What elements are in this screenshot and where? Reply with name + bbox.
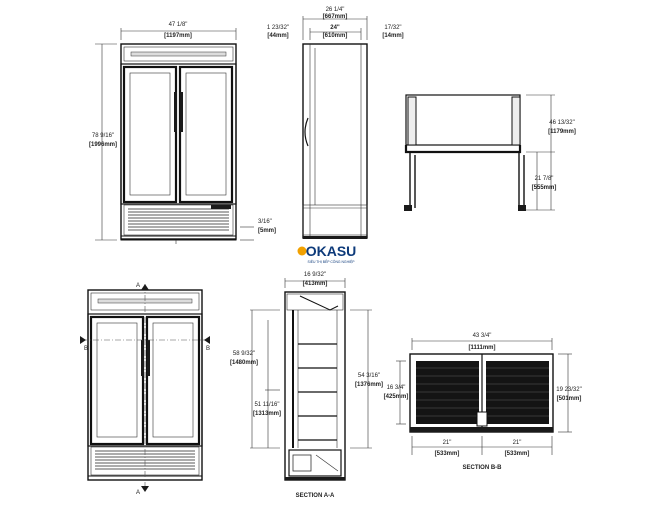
side-view: 26 1/4" [667mm] 24" [610mm] 1 23/32" [44… xyxy=(267,7,404,239)
section-a-inner-mm: [1313mm] xyxy=(253,411,281,417)
front-height-mm: [1996mm] xyxy=(89,142,117,148)
section-a-mark-top: A xyxy=(136,283,140,289)
section-a-view: 16 9/32" [413mm] 58 9/32" [1480mm] 51 11… xyxy=(230,272,383,499)
logo-tagline: SIÊU THỊ BẾP CÔNG NGHIỆP xyxy=(308,259,356,264)
section-b-width-mm: [1111mm] xyxy=(468,345,495,351)
front-height-in: 78 9/16" xyxy=(92,133,114,139)
section-a-right-mm: [1376mm] xyxy=(355,382,383,388)
section-b-right-in: 19 23/32" xyxy=(556,387,582,393)
front-view: 47 1/8" [1197mm] 78 9/16" [1996mm] 3/16"… xyxy=(89,22,276,244)
front-section-view: A A B B xyxy=(80,283,210,496)
side-depth-mm: [667mm] xyxy=(323,14,348,20)
door-lower-in: 21 7/8" xyxy=(535,176,554,182)
front-width-mm: [1197mm] xyxy=(164,33,192,39)
door-total-in: 46 13/32" xyxy=(549,120,575,126)
section-b-view: 43 3/4" [1111mm] 16 3/4" [425mm] 19 23/3… xyxy=(384,333,582,471)
door-total-mm: [1179mm] xyxy=(548,129,576,135)
section-a-right-in: 54 3/16" xyxy=(358,373,380,379)
logo-brand: OKASU xyxy=(306,243,357,259)
side-body-in: 24" xyxy=(330,25,340,31)
section-b-half-left-in: 21" xyxy=(443,440,452,446)
section-b-mark-right: B xyxy=(206,346,210,352)
section-a-left-in: 58 9/32" xyxy=(233,351,255,357)
side-rear-offset-mm: [14mm] xyxy=(382,33,403,39)
front-leg-in: 3/16" xyxy=(258,219,272,225)
section-b-mark-left: B xyxy=(84,346,88,352)
door-open-view: 46 13/32" [1179mm] 21 7/8" [555mm] xyxy=(404,94,576,211)
section-b-half-left-mm: [533mm] xyxy=(435,451,460,457)
door-lower-mm: [555mm] xyxy=(532,185,557,191)
section-b-left-mm: [425mm] xyxy=(384,394,409,400)
section-a-left-mm: [1480mm] xyxy=(230,360,258,366)
front-width-in: 47 1/8" xyxy=(169,22,188,28)
brand-logo: OKASU SIÊU THỊ BẾP CÔNG NGHIỆP xyxy=(297,243,357,264)
section-a-top-in: 16 9/32" xyxy=(304,272,326,278)
section-b-left-in: 16 3/4" xyxy=(387,385,406,391)
side-body-mm: [610mm] xyxy=(323,33,348,39)
section-b-width-in: 43 3/4" xyxy=(473,333,492,339)
side-front-offset-mm: [44mm] xyxy=(267,33,288,39)
side-rear-offset-in: 17/32" xyxy=(384,25,401,31)
side-front-offset-in: 1 23/32" xyxy=(267,25,289,31)
section-a-mark-bottom: A xyxy=(136,490,140,496)
section-a-top-mm: [413mm] xyxy=(303,281,328,287)
section-a-inner-in: 51 11/16" xyxy=(254,402,279,408)
side-depth-in: 26 1/4" xyxy=(326,7,345,13)
front-leg-mm: [5mm] xyxy=(258,228,276,234)
section-b-half-right-mm: [533mm] xyxy=(505,451,530,457)
section-b-right-mm: [501mm] xyxy=(557,396,582,402)
section-b-half-right-in: 21" xyxy=(513,440,522,446)
section-a-caption: SECTION A-A xyxy=(296,493,335,499)
section-b-caption: SECTION B-B xyxy=(463,465,503,471)
